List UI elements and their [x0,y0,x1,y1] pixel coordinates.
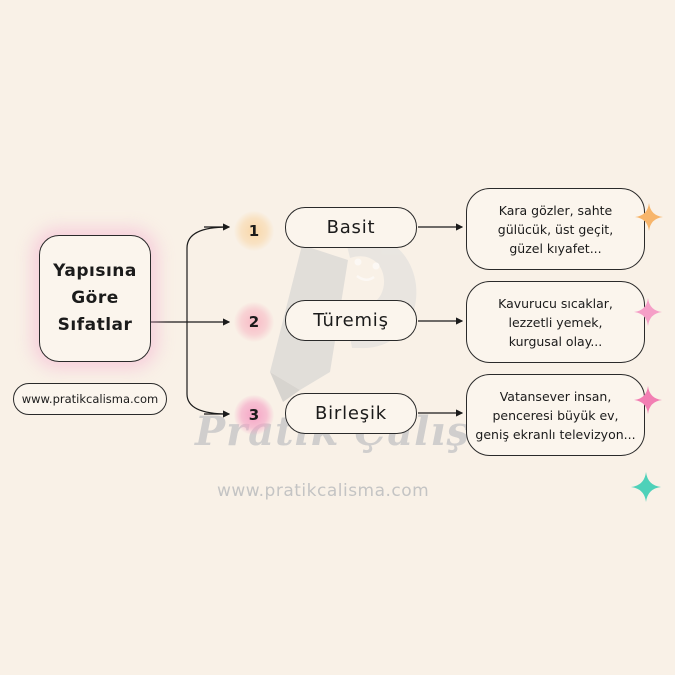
sparkle-orange-icon [635,203,663,231]
branch-bracket [186,226,229,415]
number-badge-1: 1 [234,211,274,251]
watermark-url: www.pratikcalisma.com [217,481,430,501]
example-line: güzel kıyafet... [509,240,602,256]
sparkle-magenta-icon [634,386,662,414]
type-box-turemis: Türemiş [285,300,417,341]
type-label-birlesik: Birleşik [314,403,388,424]
title-line-2: Göre [71,288,119,308]
type-label-turemis: Türemiş [313,310,389,331]
example-line: kurgusal olay... [508,333,603,349]
sparkle-teal-icon [631,472,661,502]
sparkle-pink-icon [634,298,662,326]
example-line: penceresi büyük ev, [492,407,619,423]
title-line-1: Yapısına [53,261,137,281]
number-badge-3: 3 [234,395,274,435]
website-label: www.pratikcalisma.com [21,392,159,406]
example-line: gülücük, üst geçit, [497,221,614,237]
type-label-basit: Basit [326,217,376,238]
type-box-basit: Basit [285,207,417,248]
example-line: Kavurucu sıcaklar, [498,295,613,311]
type-box-birlesik: Birleşik [285,393,417,434]
example-line: geniş ekranlı televizyon... [475,426,636,442]
title-line-3: Sıfatlar [57,315,133,335]
main-title-box: Yapısına Göre Sıfatlar [39,235,151,362]
examples-box-basit: Kara gözler, sahte gülücük, üst geçit, g… [466,188,645,270]
website-link[interactable]: www.pratikcalisma.com [13,383,167,415]
example-line: lezzetli yemek, [508,314,603,330]
example-line: Vatansever insan, [499,388,612,404]
examples-box-turemis: Kavurucu sıcaklar, lezzetli yemek, kurgu… [466,281,645,363]
example-line: Kara gözler, sahte [498,202,613,218]
number-badge-2: 2 [234,302,274,342]
examples-box-birlesik: Vatansever insan, penceresi büyük ev, ge… [466,374,645,456]
